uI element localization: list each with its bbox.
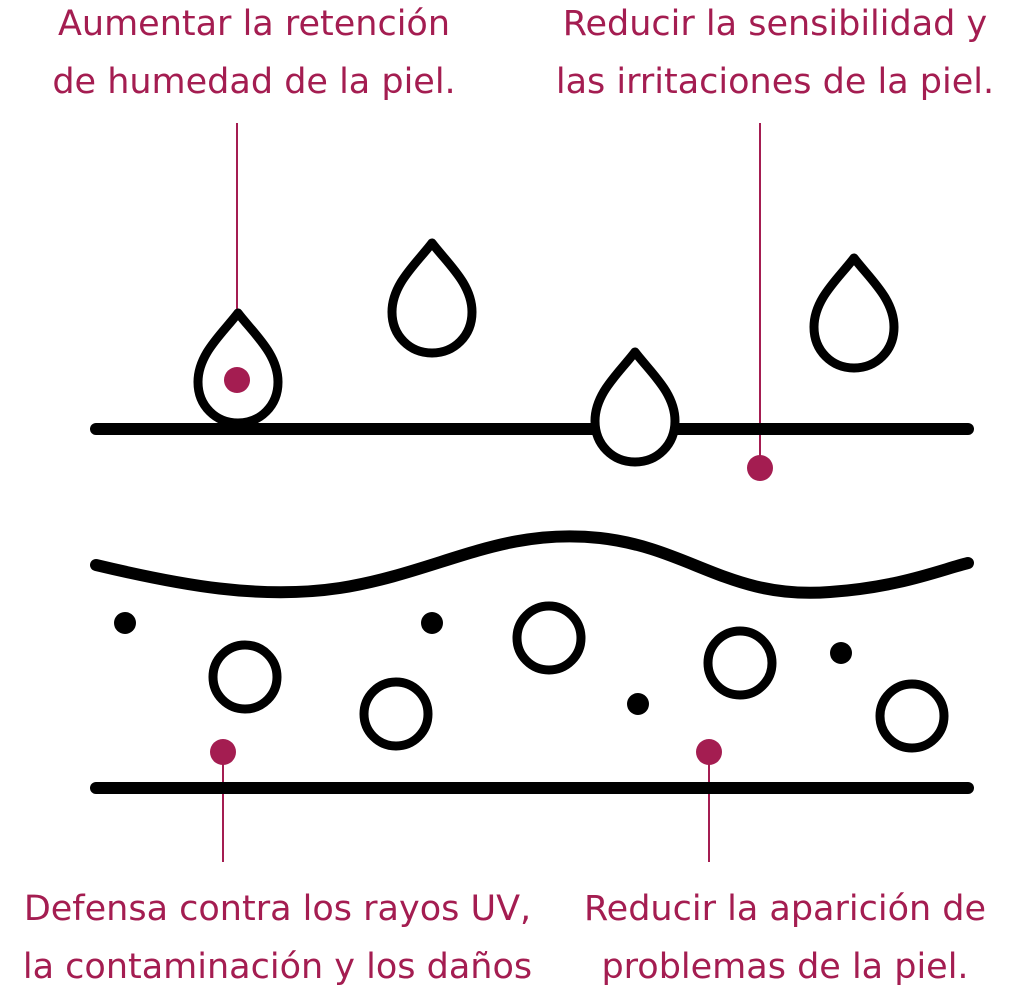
particle-dot-icon — [830, 642, 852, 664]
bubble-icon — [359, 677, 433, 751]
marker-dot-icon — [696, 739, 722, 765]
label-reduce-problems-line-2: problemas de la piel. — [601, 947, 969, 987]
label-moisture-retention: Aumentar la retención de humedad de la p… — [0, 0, 508, 111]
leader-lines — [222, 123, 761, 862]
particle-dot-icon — [114, 612, 136, 634]
label-reduce-sensitivity-line-2: las irritaciones de la piel. — [555, 62, 995, 102]
particle-dots — [114, 612, 852, 715]
bubble-icon — [512, 601, 586, 675]
label-moisture-retention-line-1: Aumentar la retención — [57, 4, 451, 44]
label-reduce-problems: Reducir la aparición de problemas de la … — [555, 880, 1010, 996]
marker-dots — [210, 367, 773, 765]
skin-wave-line — [90, 530, 974, 599]
bubble-icon — [875, 679, 949, 753]
bubble-icon — [703, 626, 777, 700]
marker-dot-icon — [224, 367, 250, 393]
water-drop-icon — [387, 238, 477, 358]
bubbles — [208, 601, 949, 753]
label-moisture-retention-line-2: de humedad de la piel. — [52, 62, 456, 102]
particle-dot-icon — [421, 612, 443, 634]
particle-dot-icon — [627, 693, 649, 715]
marker-dot-icon — [747, 455, 773, 481]
water-drop-icon — [590, 347, 680, 467]
label-reduce-sensitivity: Reducir la sensibilidad y las irritacion… — [525, 0, 1010, 111]
bubble-icon — [208, 640, 282, 714]
label-uv-defense-line-1: Defensa contra los rayos UV, — [23, 889, 532, 929]
label-reduce-problems-line-1: Reducir la aparición de — [583, 889, 987, 929]
label-uv-defense: Defensa contra los rayos UV, la contamin… — [0, 880, 555, 996]
water-drop-icon — [809, 253, 899, 373]
label-uv-defense-line-2: la contaminación y los daños — [22, 947, 533, 987]
water-drops — [193, 238, 899, 467]
label-reduce-sensitivity-line-1: Reducir la sensibilidad y — [562, 4, 988, 44]
marker-dot-icon — [210, 739, 236, 765]
